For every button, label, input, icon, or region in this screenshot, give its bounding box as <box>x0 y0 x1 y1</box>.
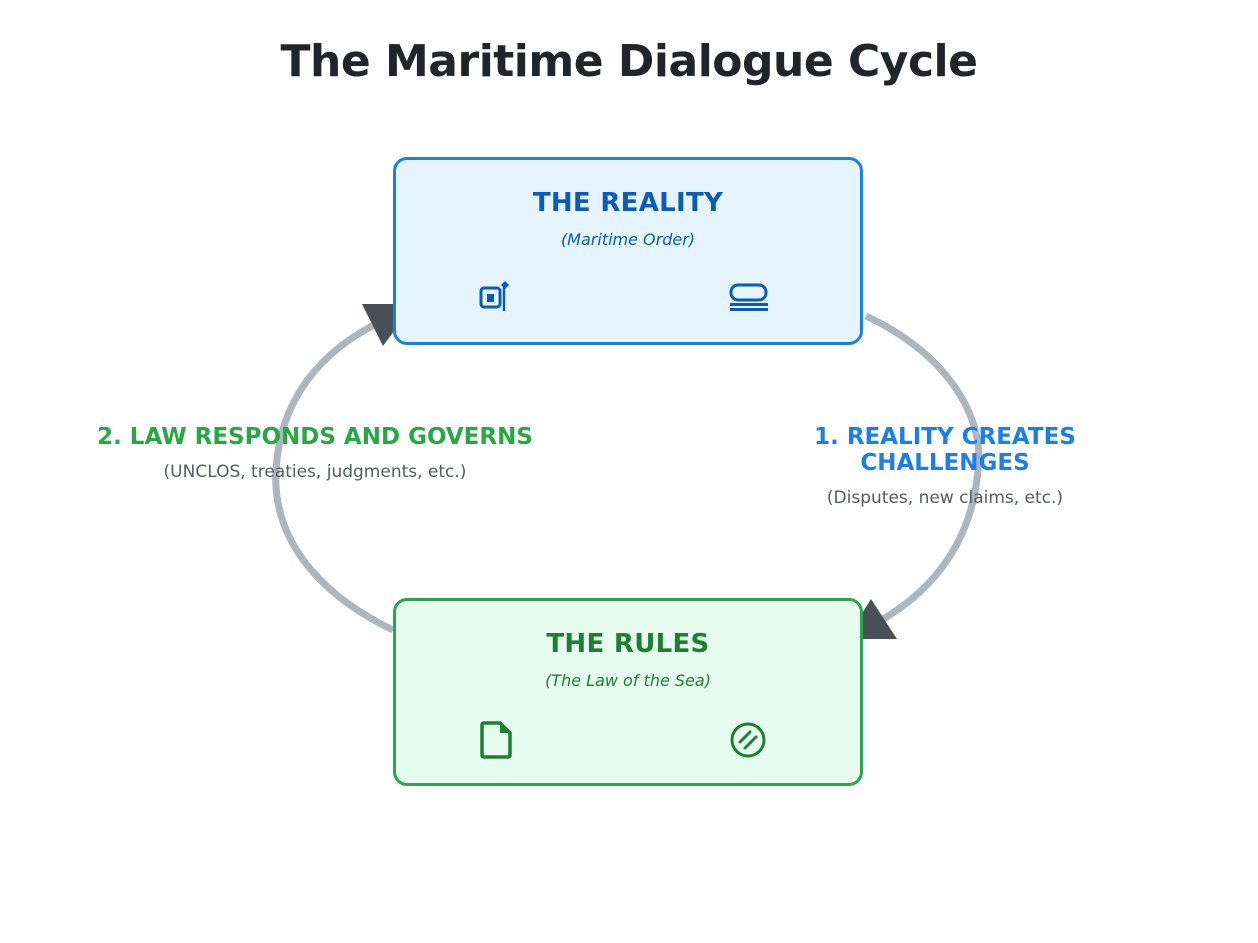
document-icon <box>480 721 512 759</box>
edge-challenges-description: (Disputes, new claims, etc.) <box>826 488 1064 508</box>
node-reality-subtitle: (Maritime Order) <box>560 230 696 249</box>
ship-hull-icon <box>729 283 768 311</box>
node-rules-title: THE RULES <box>546 629 710 659</box>
arc-reality-to-rules <box>864 312 983 626</box>
node-reality-title: THE REALITY <box>532 188 724 218</box>
node-rules: THE RULES (The Law of the Sea) <box>393 598 863 786</box>
node-reality: THE REALITY (Maritime Order) <box>393 157 863 345</box>
edge-law-heading: 2. LAW RESPONDS AND GOVERNS <box>97 424 533 450</box>
edge-law-description: (UNCLOS, treaties, judgments, etc.) <box>163 462 467 482</box>
diagram-title: The Maritime Dialogue Cycle <box>280 36 978 87</box>
edge-label-reality-challenges: 1. REALITY CREATES CHALLENGES (Disputes,… <box>730 424 1160 508</box>
arc-rules-to-reality <box>272 316 395 634</box>
prohibited-circle-icon <box>730 722 766 758</box>
edge-challenges-heading: 1. REALITY CREATES CHALLENGES <box>814 424 1076 476</box>
flag-building-icon <box>479 281 509 311</box>
node-rules-subtitle: (The Law of the Sea) <box>545 671 711 690</box>
edge-label-law-responds: 2. LAW RESPONDS AND GOVERNS (UNCLOS, tre… <box>95 424 535 482</box>
